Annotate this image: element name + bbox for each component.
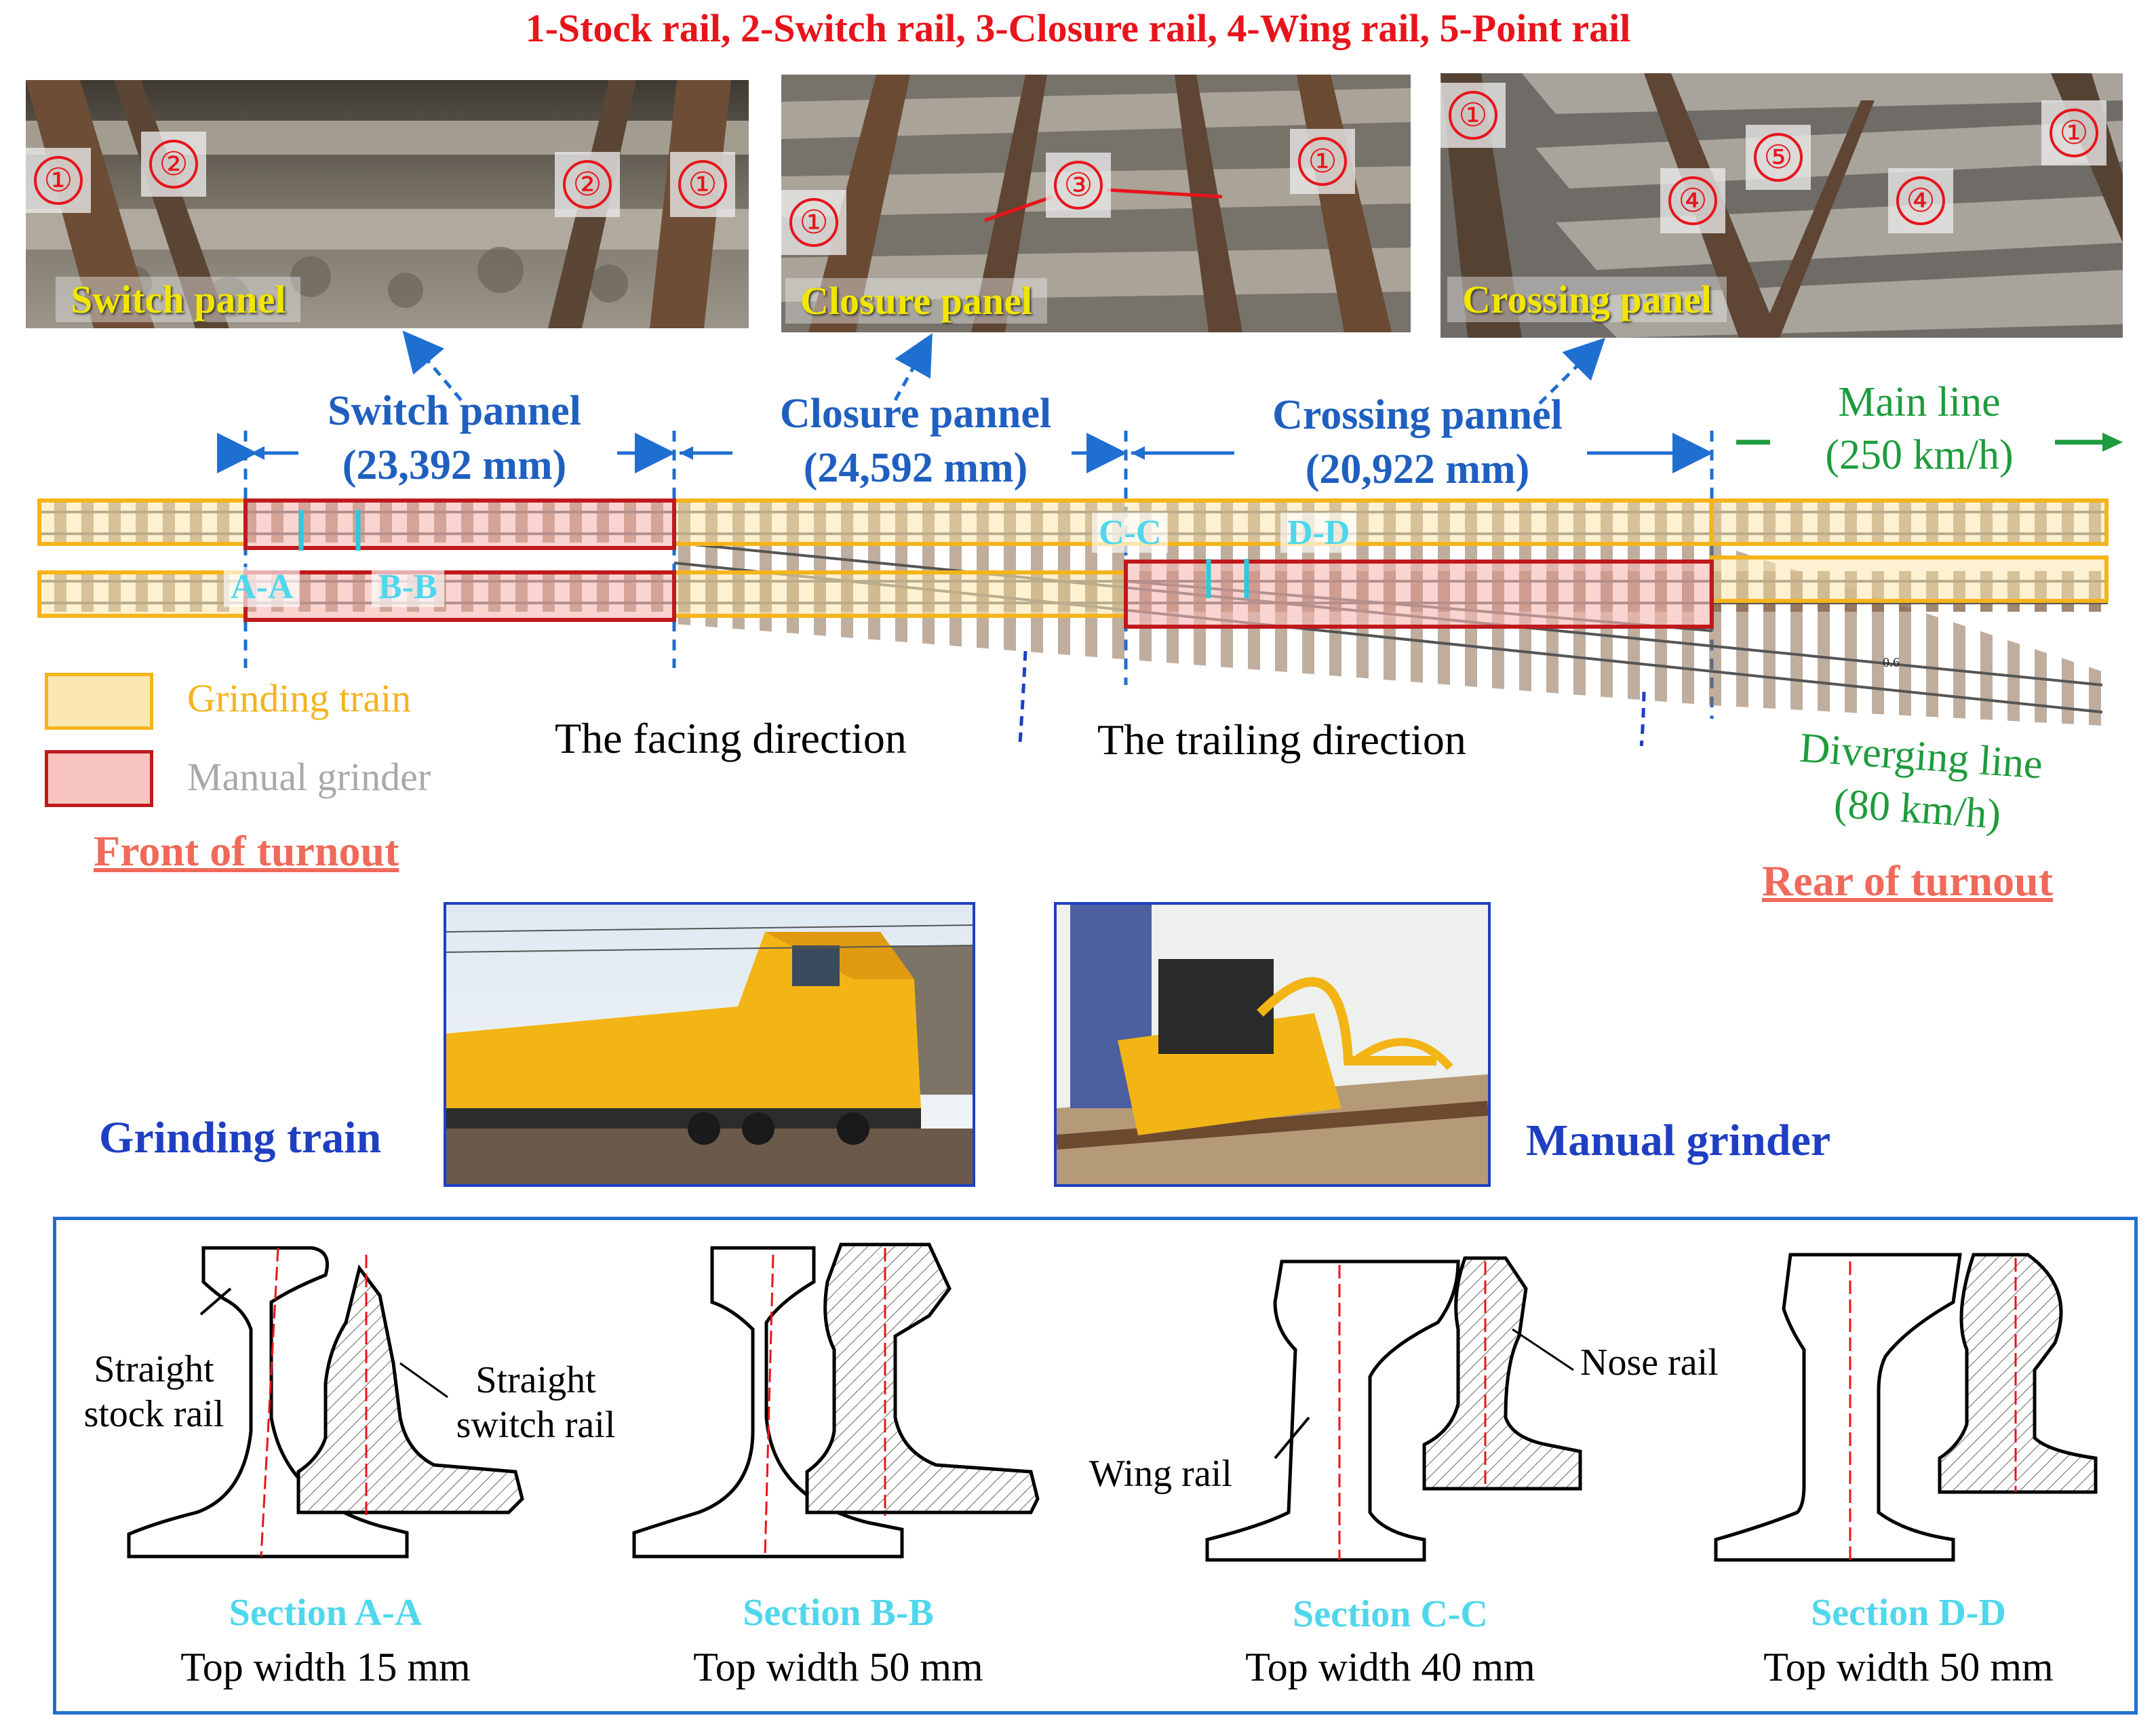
- badge-stock-rail: ①: [2041, 100, 2106, 165]
- badge-switch-rail: ②: [555, 152, 620, 217]
- section-tag-d: D-D: [1280, 513, 1357, 553]
- section-a-width: Top width 15 mm: [180, 1645, 471, 1689]
- label-straight-switch-rail: Straight switch rail: [456, 1359, 616, 1446]
- section-b-width: Top width 50 mm: [693, 1645, 983, 1689]
- legend-label-grinding-train: Grinding train: [187, 676, 412, 720]
- badge-switch-rail: ②: [141, 132, 206, 197]
- switch-panel-caption: Switch panel: [56, 277, 301, 322]
- crossing-pannel-name: Crossing pannel: [1272, 392, 1563, 438]
- facing-direction-label: The facing direction: [555, 714, 907, 762]
- turnout-schematic: [37, 330, 2123, 746]
- rear-of-turnout-label: Rear of turnout: [1762, 857, 2053, 905]
- section-c-width: Top width 40 mm: [1245, 1645, 1535, 1689]
- badge-stock-rail: ①: [670, 152, 735, 217]
- sections-box: [53, 1217, 2138, 1715]
- crossing-pannel-label: Crossing pannel (20,922 mm): [1234, 388, 1601, 496]
- closure-pannel-label: Closure pannel (24,592 mm): [739, 387, 1092, 495]
- section-tag-a: A-A: [224, 567, 300, 607]
- trailing-direction-label: The trailing direction: [1097, 716, 1466, 764]
- manual-grinder-title: Manual grinder: [1526, 1116, 1831, 1165]
- section-c-profile: [1205, 1256, 1582, 1562]
- badge-stock-rail: ①: [781, 190, 846, 255]
- badge-wing-rail: ④: [1888, 168, 1953, 233]
- badge-stock-rail: ①: [26, 148, 91, 213]
- grinding-train-title: Grinding train: [99, 1113, 382, 1162]
- diverging-line-label: Diverging line (80 km/h): [1760, 719, 2079, 846]
- legend-swatch-manual-grinder: [45, 750, 153, 807]
- main-line-speed: (250 km/h): [1825, 432, 2014, 478]
- label-wing-rail: Wing rail: [1089, 1453, 1232, 1495]
- badge-closure-rail: ③: [1046, 153, 1111, 218]
- main-line-label: Main line (250 km/h): [1784, 376, 2055, 482]
- closure-pannel-length: (24,592 mm): [803, 445, 1028, 491]
- section-d-title: Section D-D: [1811, 1592, 2006, 1634]
- front-of-turnout-label: Front of turnout: [94, 827, 399, 875]
- switch-pannel-label: Switch pannel (23,392 mm): [285, 384, 624, 492]
- closure-panel-caption: Closure panel: [785, 278, 1048, 324]
- label-nose-rail: Nose rail: [1580, 1342, 1719, 1384]
- switch-pannel-name: Switch pannel: [328, 388, 581, 434]
- switch-panel-photo: ① ② ② ① Switch panel: [26, 80, 749, 328]
- crossing-panel-caption: Crossing panel: [1447, 277, 1727, 322]
- legend-label-manual-grinder: Manual grinder: [187, 755, 431, 799]
- manual-grinder-photo: [1054, 902, 1491, 1187]
- closure-pannel-name: Closure pannel: [779, 391, 1052, 437]
- badge-stock-rail: ①: [1440, 83, 1506, 148]
- section-d-profile: [1714, 1253, 2098, 1562]
- section-b-profile: [632, 1242, 1040, 1559]
- legend-swatch-grinding-train: [45, 673, 153, 730]
- closure-panel-photo: ① ③ ① Closure panel: [781, 75, 1411, 332]
- section-tag-b: B-B: [372, 567, 444, 607]
- section-c-title: Section C-C: [1293, 1593, 1488, 1635]
- grinding-train-photo: [444, 902, 975, 1187]
- section-d-width: Top width 50 mm: [1763, 1645, 2054, 1689]
- badge-stock-rail: ①: [1290, 129, 1355, 194]
- section-b-title: Section B-B: [743, 1592, 934, 1634]
- crossing-pannel-length: (20,922 mm): [1305, 446, 1530, 492]
- section-a-profile: [127, 1246, 524, 1559]
- badge-point-rail: ⑤: [1746, 125, 1811, 190]
- section-a-title: Section A-A: [229, 1592, 423, 1634]
- section-tag-c: C-C: [1092, 513, 1169, 553]
- small-mark: 0.6: [1883, 655, 1900, 670]
- rail-legend-title: 1-Stock rail, 2-Switch rail, 3-Closure r…: [525, 6, 1631, 50]
- switch-pannel-length: (23,392 mm): [342, 442, 567, 488]
- badge-wing-rail: ④: [1660, 168, 1725, 233]
- main-line-name: Main line: [1838, 379, 2001, 425]
- rail-cross-sections: [127, 1242, 2098, 1562]
- crossing-panel-photo: ① ⑤ ① ④ ④ Crossing panel: [1440, 73, 2123, 338]
- label-straight-stock-rail: Straight stock rail: [83, 1348, 224, 1435]
